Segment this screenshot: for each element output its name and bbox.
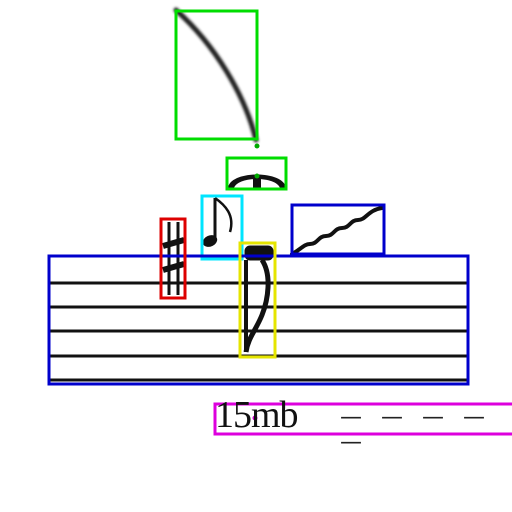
half-note-box (238, 241, 277, 359)
link-point (254, 143, 260, 149)
eighth-note-box (200, 194, 244, 261)
slur-box (174, 9, 259, 141)
staff-lines (50, 281, 468, 382)
sharp-sign (162, 222, 185, 295)
link-point (252, 415, 258, 421)
trill-box (290, 203, 386, 256)
staff-box (47, 254, 470, 386)
fermata-box (225, 156, 288, 191)
half-note (243, 245, 274, 353)
slur-arc (173, 7, 259, 143)
octave-text-box (213, 402, 512, 436)
eighth-note (202, 196, 233, 247)
trill-wave (290, 206, 384, 256)
sharp-box (159, 217, 187, 300)
octave-extension-dashes: — — — — — (340, 405, 491, 455)
octave-marking-text: 15mb (215, 394, 299, 436)
link-point (254, 173, 260, 179)
annotation-boxes (47, 9, 512, 436)
fermata-symbol (228, 174, 286, 188)
